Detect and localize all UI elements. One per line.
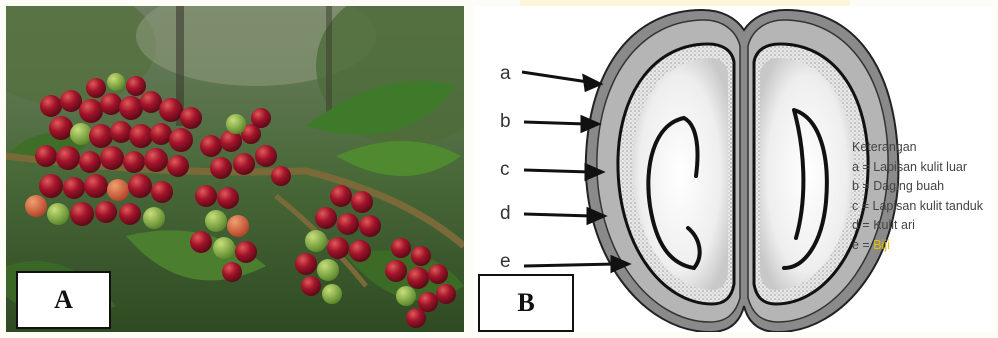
legend-item-a: a = Lapisan kulit luar bbox=[852, 158, 983, 178]
highlighted-term: Biji bbox=[873, 238, 890, 252]
part-label-c: c bbox=[500, 160, 510, 179]
part-label-b: b bbox=[500, 112, 511, 131]
legend-item-c: c = Lapisan kulit tanduk bbox=[852, 197, 983, 217]
part-label-e: e bbox=[500, 252, 511, 271]
legend: Keterangan a = Lapisan kulit luar b = Da… bbox=[852, 138, 983, 255]
legend-title: Keterangan bbox=[852, 138, 983, 158]
legend-item-b: b = Daging buah bbox=[852, 177, 983, 197]
panel-b-label: B bbox=[478, 274, 574, 332]
coffee-cross-section-diagram: a b c d e Keterangan a = Lapisan kulit l… bbox=[474, 6, 994, 332]
legend-item-d: d = Kulit ari bbox=[852, 216, 983, 236]
part-label-d: d bbox=[500, 204, 511, 223]
panel-a-label: A bbox=[16, 271, 111, 329]
part-label-a: a bbox=[500, 64, 511, 83]
legend-item-e: e = Biji bbox=[852, 236, 983, 256]
coffee-cherry-photo: A bbox=[6, 6, 464, 332]
